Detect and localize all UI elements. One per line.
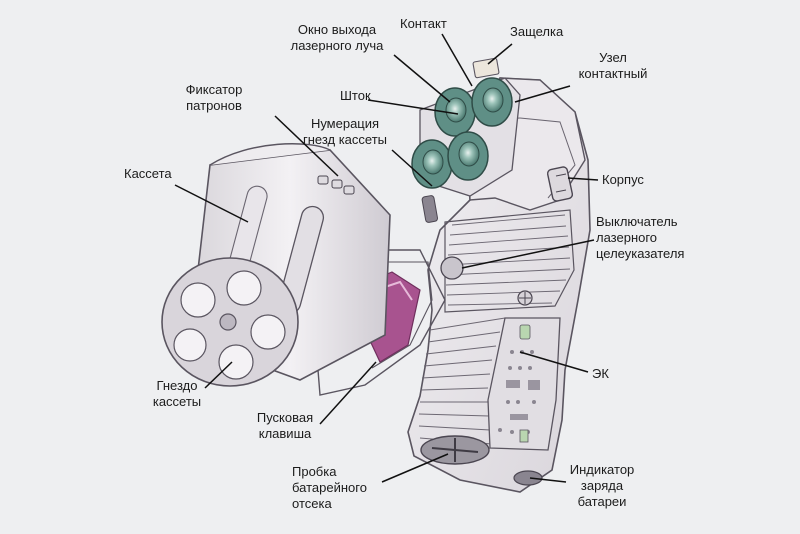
- leader-ek: [519, 351, 589, 373]
- label-rod: Шток: [340, 88, 371, 103]
- label-cassette-slot: Гнездо кассеты: [152, 378, 202, 409]
- leader-numeratsiya: [391, 149, 433, 187]
- leader-vyklyuchatel: [461, 239, 595, 269]
- leader-kontakt: [441, 33, 473, 87]
- leader-zashchelka: [487, 43, 513, 65]
- leader-okno: [393, 54, 451, 103]
- label-laser-exit-window: Окно выхода лазерного луча: [290, 22, 384, 53]
- label-trigger: Пусковая клавиша: [256, 410, 314, 441]
- label-latch: Защелка: [510, 24, 564, 39]
- label-housing: Корпус: [602, 172, 644, 187]
- label-laser-switch: Выключатель лазерного целеуказателя: [596, 214, 685, 261]
- leader-kasseta: [174, 184, 249, 223]
- label-contact: Контакт: [400, 16, 447, 31]
- leader-indikator: [529, 477, 567, 483]
- label-contact-unit: Узел контактный: [578, 50, 648, 81]
- leader-lines: [174, 33, 599, 483]
- leader-puskovaya: [319, 361, 377, 425]
- leader-fiksator: [274, 115, 339, 177]
- label-battery-indicator: Индикатор заряда батареи: [569, 462, 635, 509]
- leader-korpus: [567, 177, 599, 181]
- leader-probka: [381, 453, 449, 483]
- device-body: [407, 77, 591, 493]
- label-slot-numbering: Нумерация гнезд кассеты: [302, 116, 388, 147]
- label-cassette: Кассета: [124, 166, 172, 181]
- leader-shtok: [367, 99, 459, 115]
- leader-gnezdo: [204, 361, 233, 389]
- label-battery-plug: Пробка батарейного отсека: [292, 464, 367, 511]
- label-cartridge-lock: Фиксатор патронов: [185, 82, 243, 113]
- label-ek: ЭК: [592, 366, 609, 381]
- cassette: [161, 143, 446, 396]
- leader-uzel: [514, 85, 571, 103]
